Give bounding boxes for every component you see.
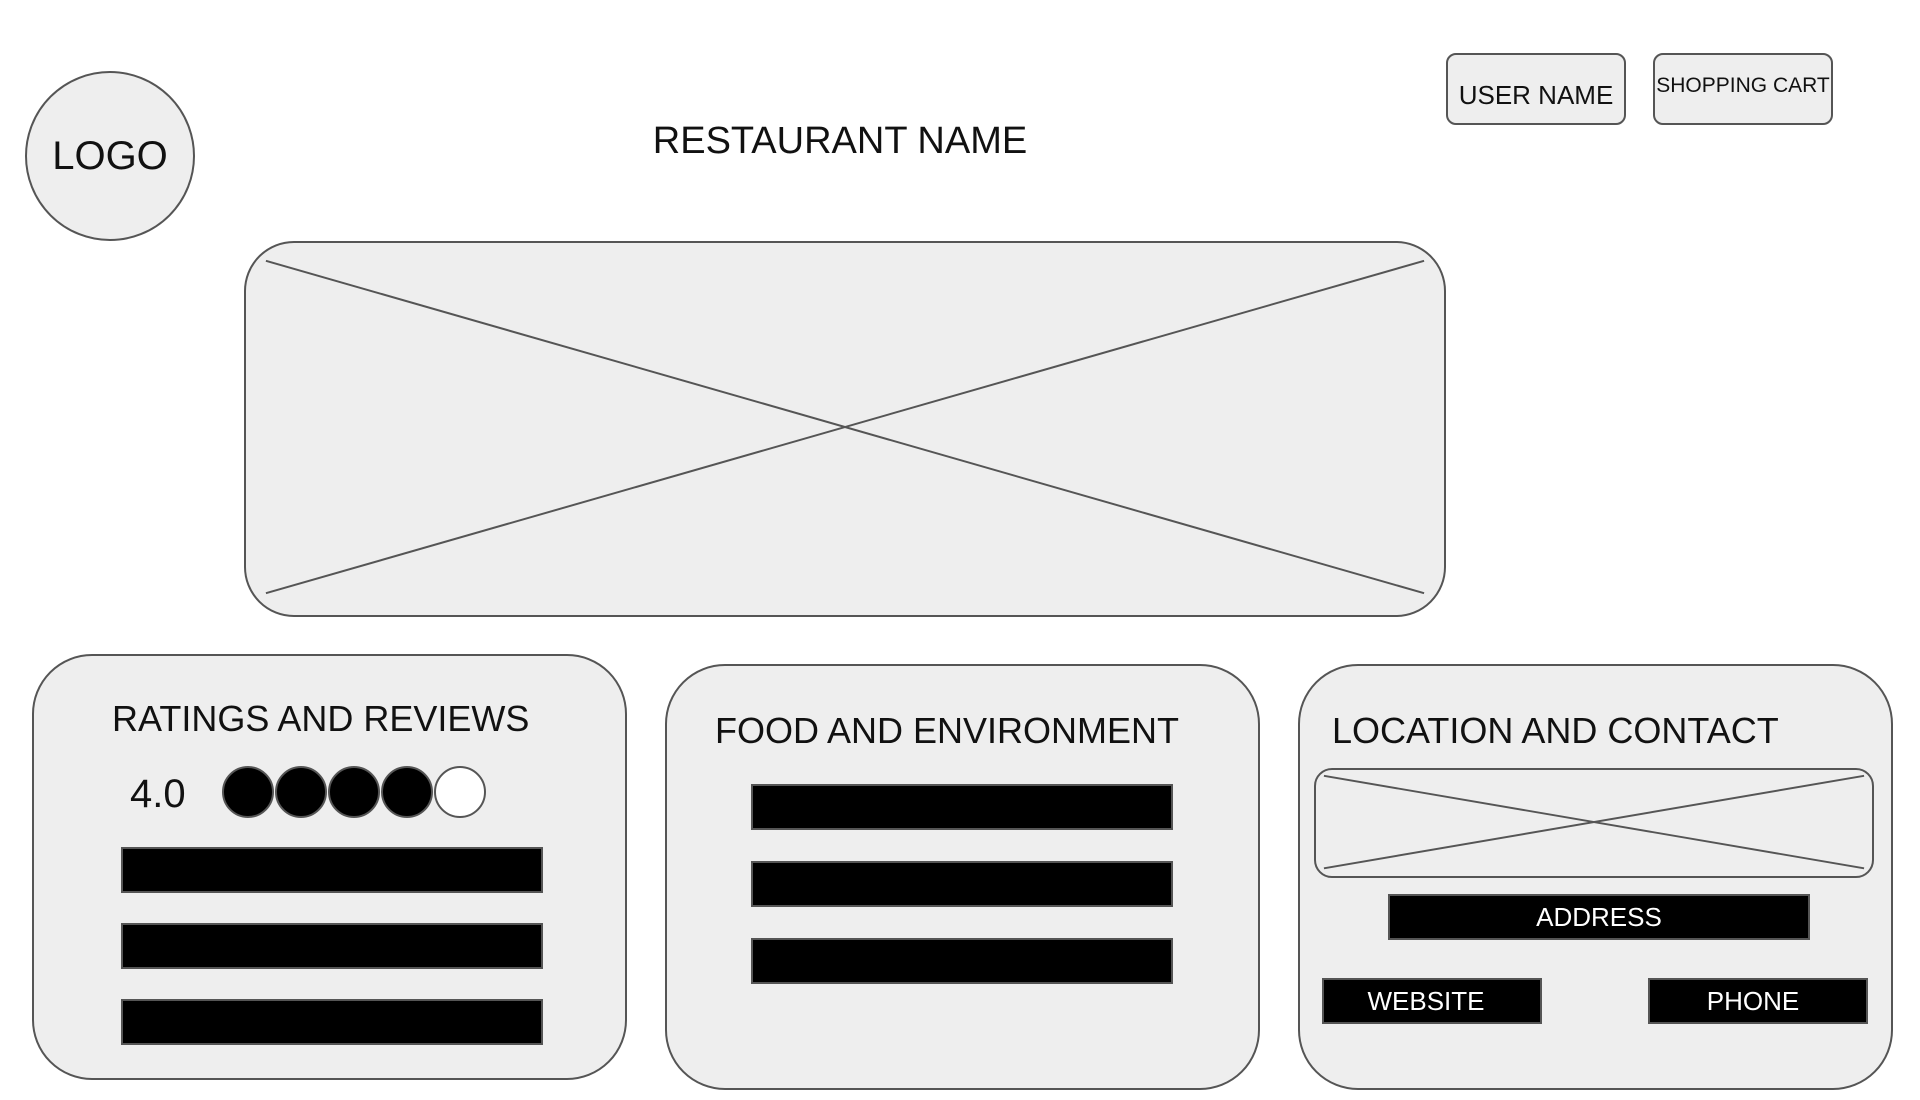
user-name-button[interactable]: USER NAME: [1446, 53, 1626, 125]
review-line[interactable]: [121, 923, 543, 969]
website-link[interactable]: WEBSITE: [1322, 978, 1542, 1024]
website-label: WEBSITE: [1367, 985, 1485, 1016]
rating-dot-empty: [434, 766, 486, 818]
image-placeholder-icon: [265, 259, 1425, 595]
food-line[interactable]: [751, 861, 1173, 907]
hero-image-placeholder: [244, 241, 1446, 617]
address-field[interactable]: ADDRESS: [1388, 894, 1810, 940]
phone-label: PHONE: [1706, 985, 1800, 1016]
user-name-label: USER NAME: [1458, 79, 1614, 110]
map-placeholder[interactable]: [1314, 768, 1874, 878]
shopping-cart-label: SHOPPING CART: [1656, 74, 1830, 97]
rating-score: 4.0: [130, 772, 186, 816]
review-line[interactable]: [121, 999, 543, 1045]
restaurant-name: RESTAURANT NAME: [652, 120, 1028, 162]
ratings-card: RATINGS AND REVIEWS 4.0: [32, 654, 627, 1080]
location-title: LOCATION AND CONTACT: [1332, 710, 1779, 751]
logo[interactable]: LOGO: [25, 71, 195, 241]
ratings-title: RATINGS AND REVIEWS: [112, 698, 530, 739]
image-placeholder-icon: [1323, 774, 1865, 870]
food-line[interactable]: [751, 784, 1173, 830]
location-card: LOCATION AND CONTACT ADDRESS WEBSITE PHO…: [1298, 664, 1893, 1090]
rating-dot-filled: [222, 766, 274, 818]
review-line[interactable]: [121, 847, 543, 893]
food-card: FOOD AND ENVIRONMENT: [665, 664, 1260, 1090]
rating-dot-filled: [381, 766, 433, 818]
food-line[interactable]: [751, 938, 1173, 984]
rating-dots: [222, 766, 487, 820]
logo-label: LOGO: [52, 133, 168, 178]
food-title: FOOD AND ENVIRONMENT: [715, 710, 1180, 751]
rating-dot-filled: [328, 766, 380, 818]
address-label: ADDRESS: [1536, 901, 1662, 932]
shopping-cart-button[interactable]: SHOPPING CART: [1653, 53, 1833, 125]
rating-dot-filled: [275, 766, 327, 818]
phone-link[interactable]: PHONE: [1648, 978, 1868, 1024]
